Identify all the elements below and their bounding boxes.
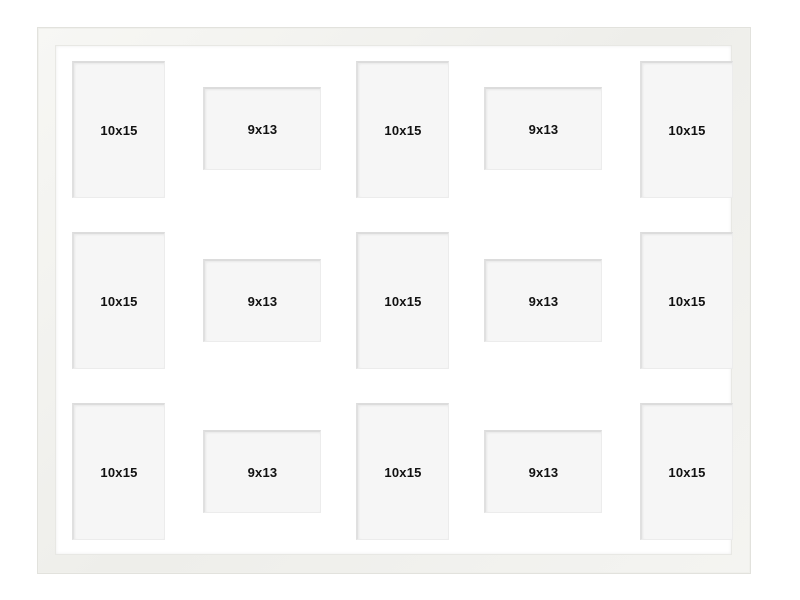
opening-size-label: 10x15 [384,293,422,309]
photo-opening-10x15: 10x15 [640,403,733,540]
opening-size-label: 9x13 [247,121,278,137]
photo-opening-9x13: 9x13 [484,430,602,513]
opening-size-label: 10x15 [100,122,138,138]
photo-opening-10x15: 10x15 [356,403,449,540]
photo-opening-10x15: 10x15 [640,232,733,369]
photo-opening-10x15: 10x15 [72,232,165,369]
opening-size-label: 10x15 [668,464,706,480]
photo-opening-9x13: 9x13 [484,87,602,170]
opening-size-label: 9x13 [528,121,559,137]
opening-size-label: 9x13 [247,464,278,480]
photo-opening-9x13: 9x13 [203,430,321,513]
opening-size-label: 10x15 [100,293,138,309]
photo-opening-9x13: 9x13 [484,259,602,342]
photo-opening-10x15: 10x15 [356,232,449,369]
opening-size-label: 10x15 [100,464,138,480]
photo-opening-10x15: 10x15 [640,61,733,198]
photo-opening-9x13: 9x13 [203,87,321,170]
opening-size-label: 9x13 [528,464,559,480]
photo-opening-9x13: 9x13 [203,259,321,342]
opening-size-label: 9x13 [528,293,559,309]
opening-size-label: 10x15 [384,464,422,480]
opening-size-label: 10x15 [668,293,706,309]
photo-opening-10x15: 10x15 [72,403,165,540]
photo-opening-10x15: 10x15 [356,61,449,198]
opening-size-label: 10x15 [668,122,706,138]
photo-opening-10x15: 10x15 [72,61,165,198]
opening-size-label: 9x13 [247,293,278,309]
opening-size-label: 10x15 [384,122,422,138]
